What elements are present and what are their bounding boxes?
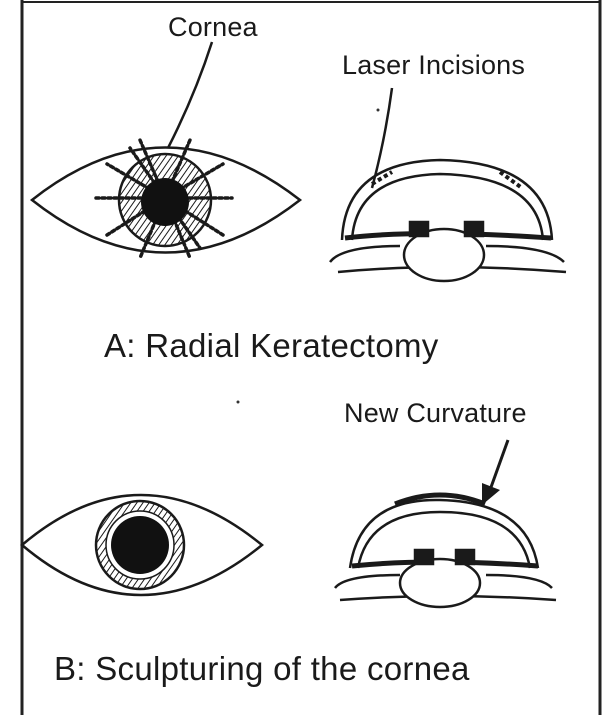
caption-b: B: Sculpturing of the cornea [54, 650, 470, 688]
side-view-b [335, 495, 556, 607]
curvature-arrow [482, 440, 508, 505]
caption-a: A: Radial Keratectomy [104, 327, 439, 365]
laser-incisions-label: Laser Incisions [342, 50, 525, 81]
pupil-a [141, 178, 189, 226]
new-curvature-label: New Curvature [344, 398, 527, 429]
pupil-b [111, 516, 169, 574]
cornea-pointer [168, 42, 212, 148]
side-view-a [330, 160, 566, 281]
cornea-label: Cornea [168, 12, 258, 43]
